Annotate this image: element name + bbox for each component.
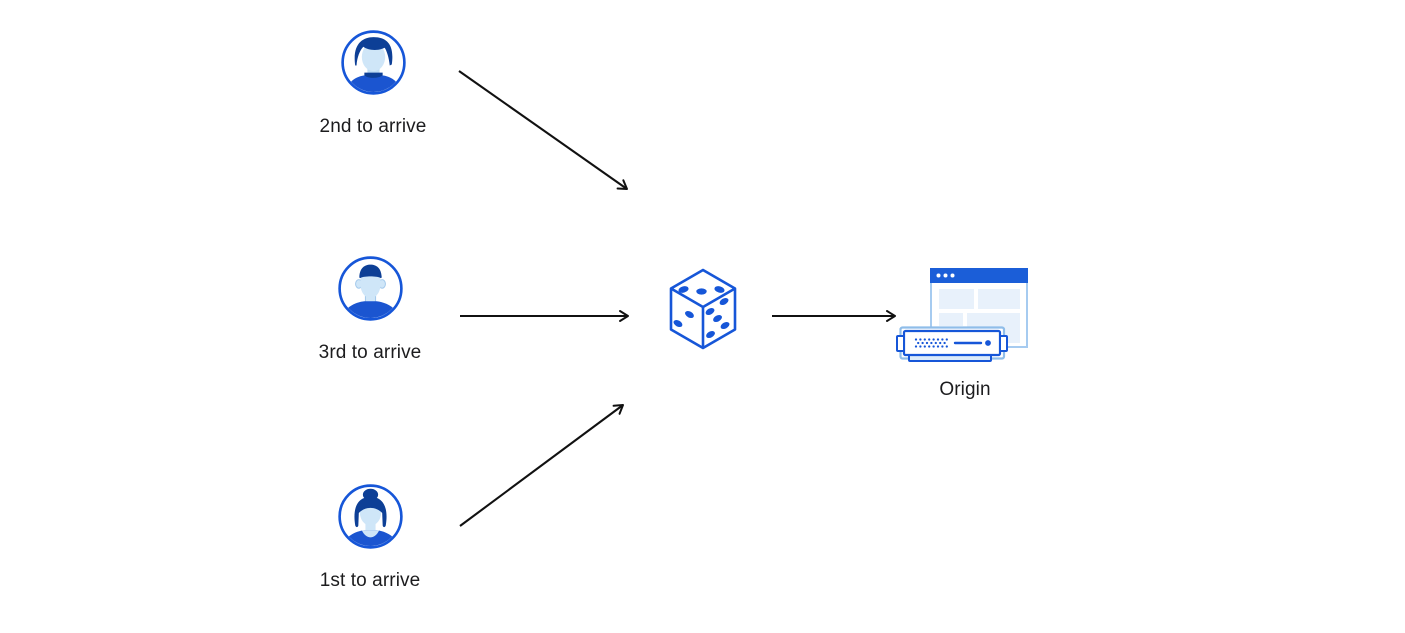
dice-node [667, 267, 739, 355]
origin-server-icon [896, 268, 1028, 362]
arrow-first-to-dice [459, 404, 624, 527]
actor-node-third: 3rd to arrive [300, 256, 440, 363]
actor-label-first: 1st to arrive [319, 570, 421, 591]
arrow-second-to-dice [458, 70, 628, 190]
origin-label: Origin [939, 379, 991, 400]
origin-node: Origin [895, 256, 1035, 400]
avatar-man-side-part-icon [340, 30, 406, 95]
avatar-woman-bun-icon [337, 484, 403, 549]
dice-icon [669, 268, 737, 350]
actor-label-second: 2nd to arrive [319, 116, 427, 137]
avatar-man-flat-top-icon [337, 256, 403, 321]
actor-node-first: 1st to arrive [300, 484, 440, 591]
actor-node-second: 2nd to arrive [303, 30, 443, 137]
actor-label-third: 3rd to arrive [318, 342, 422, 363]
